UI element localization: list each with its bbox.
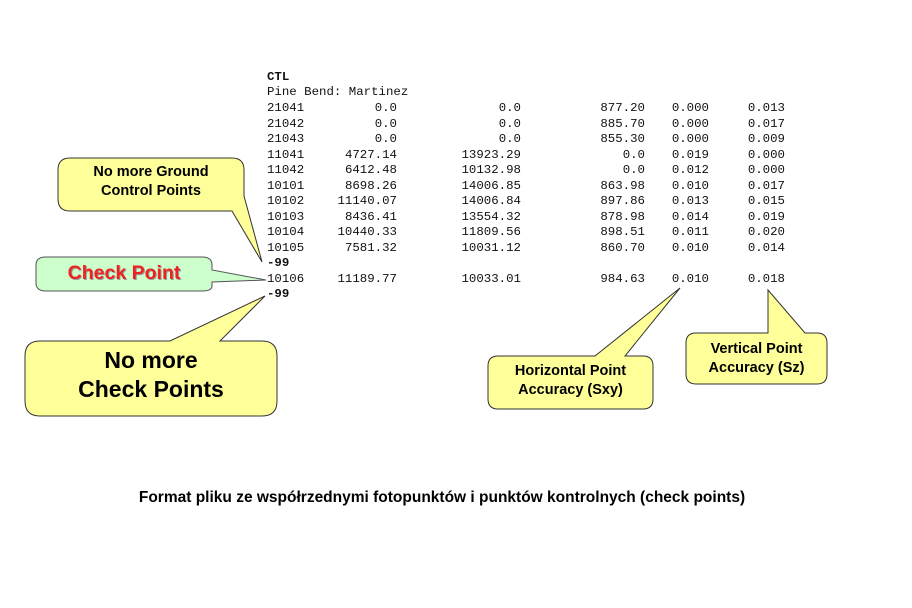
accuracy-sxy: 0.013 bbox=[671, 194, 709, 208]
table-row: 21042 0.0 0.0 885.70 0.000 0.017 bbox=[267, 116, 807, 132]
coord-z: 855.30 bbox=[600, 132, 645, 146]
table-row: 11042 6412.48 10132.98 0.0 0.012 0.000 bbox=[267, 162, 807, 178]
vertical-accuracy-bubble bbox=[685, 288, 828, 385]
coord-y: 0.0 bbox=[498, 117, 521, 131]
point-id: 11042 bbox=[267, 163, 305, 177]
accuracy-sz: 0.000 bbox=[747, 148, 785, 162]
check-point-row: 10106 11189.77 10033.01 984.63 0.010 0.0… bbox=[267, 271, 807, 287]
table-row: 10104 10440.33 11809.56 898.51 0.011 0.0… bbox=[267, 224, 807, 240]
accuracy-sxy: 0.000 bbox=[671, 117, 709, 131]
coord-x: 7581.32 bbox=[344, 241, 397, 255]
point-id: 21041 bbox=[267, 101, 305, 115]
accuracy-sz: 0.020 bbox=[747, 225, 785, 239]
coord-z: 863.98 bbox=[600, 179, 645, 193]
coord-z: 898.51 bbox=[600, 225, 645, 239]
coord-x: 0.0 bbox=[374, 117, 397, 131]
coord-z: 860.70 bbox=[600, 241, 645, 255]
coord-z: 984.63 bbox=[600, 272, 645, 286]
point-id: 10101 bbox=[267, 179, 305, 193]
accuracy-sxy: 0.010 bbox=[671, 179, 709, 193]
accuracy-sz: 0.018 bbox=[747, 272, 785, 286]
coord-z: 877.20 bbox=[600, 101, 645, 115]
vertical-accuracy-label: Vertical Point Accuracy (Sz) bbox=[708, 341, 805, 376]
coord-x: 6412.48 bbox=[344, 163, 397, 177]
coord-y: 11809.56 bbox=[461, 225, 522, 239]
accuracy-sxy: 0.010 bbox=[671, 241, 709, 255]
horizontal-accuracy-label: Horizontal Point Accuracy (Sxy) bbox=[514, 363, 627, 398]
table-row: 10101 8698.26 14006.85 863.98 0.010 0.01… bbox=[267, 178, 807, 194]
accuracy-sxy: 0.010 bbox=[671, 272, 709, 286]
horizontal-accuracy-bubble bbox=[487, 287, 681, 410]
accuracy-sxy: 0.014 bbox=[671, 210, 709, 224]
coord-z: 878.98 bbox=[600, 210, 645, 224]
coord-x: 4727.14 bbox=[344, 148, 397, 162]
point-id: 10103 bbox=[267, 210, 305, 224]
coord-x: 11140.07 bbox=[337, 194, 398, 208]
point-id: 21042 bbox=[267, 117, 305, 131]
point-id: 10105 bbox=[267, 241, 305, 255]
check-point-bubble bbox=[35, 256, 267, 292]
coord-x: 8436.41 bbox=[344, 210, 397, 224]
accuracy-sxy: 0.000 bbox=[671, 101, 709, 115]
point-id: 11041 bbox=[267, 148, 305, 162]
table-row: 10103 8436.41 13554.32 878.98 0.014 0.01… bbox=[267, 209, 807, 225]
point-id: 10102 bbox=[267, 194, 305, 208]
table-row: 10102 11140.07 14006.84 897.86 0.013 0.0… bbox=[267, 193, 807, 209]
no-more-gcp-label: No more Ground Control Points bbox=[93, 164, 209, 199]
figure-caption: Format pliku ze współrzednymi fotopunktó… bbox=[138, 489, 746, 506]
coord-x: 11189.77 bbox=[337, 272, 398, 286]
accuracy-sxy: 0.019 bbox=[671, 148, 709, 162]
coord-y: 13923.29 bbox=[461, 148, 522, 162]
accuracy-sz: 0.013 bbox=[747, 101, 785, 115]
coord-x: 0.0 bbox=[374, 132, 397, 146]
coord-x: 10440.33 bbox=[337, 225, 398, 239]
coord-z: 897.86 bbox=[600, 194, 645, 208]
coord-y: 10031.12 bbox=[461, 241, 522, 255]
separator-check-end: -99 bbox=[267, 287, 290, 301]
accuracy-sxy: 0.000 bbox=[671, 132, 709, 146]
check-point-label: Check Point bbox=[67, 262, 181, 284]
coord-x: 8698.26 bbox=[344, 179, 397, 193]
accuracy-sz: 0.017 bbox=[747, 117, 785, 131]
table-row: 21041 0.0 0.0 877.20 0.000 0.013 bbox=[267, 100, 807, 116]
accuracy-sz: 0.000 bbox=[747, 163, 785, 177]
coord-x: 0.0 bbox=[374, 101, 397, 115]
table-row: 21043 0.0 0.0 855.30 0.000 0.009 bbox=[267, 131, 807, 147]
no-more-check-bubble bbox=[24, 295, 278, 417]
accuracy-sxy: 0.011 bbox=[671, 225, 709, 239]
file-tag: CTL bbox=[267, 70, 290, 84]
point-id: 10106 bbox=[267, 272, 305, 286]
table-row: 10105 7581.32 10031.12 860.70 0.010 0.01… bbox=[267, 240, 807, 256]
coord-y: 10033.01 bbox=[461, 272, 522, 286]
accuracy-sz: 0.017 bbox=[747, 179, 785, 193]
accuracy-sz: 0.009 bbox=[747, 132, 785, 146]
project-name: Pine Bend: Martinez bbox=[267, 85, 409, 99]
accuracy-sxy: 0.012 bbox=[671, 163, 709, 177]
point-id: 10104 bbox=[267, 225, 305, 239]
coord-y: 10132.98 bbox=[461, 163, 522, 177]
accuracy-sz: 0.019 bbox=[747, 210, 785, 224]
no-more-check-label: No more Check Points bbox=[78, 347, 224, 402]
accuracy-sz: 0.015 bbox=[747, 194, 785, 208]
no-more-gcp-bubble bbox=[57, 157, 263, 263]
coord-y: 13554.32 bbox=[461, 210, 522, 224]
table-row: 11041 4727.14 13923.29 0.0 0.019 0.000 bbox=[267, 147, 807, 163]
coord-y: 0.0 bbox=[498, 132, 521, 146]
coord-z: 885.70 bbox=[600, 117, 645, 131]
coord-y: 14006.84 bbox=[461, 194, 522, 208]
coord-y: 14006.85 bbox=[461, 179, 522, 193]
coord-z: 0.0 bbox=[622, 163, 645, 177]
coord-z: 0.0 bbox=[622, 148, 645, 162]
coord-y: 0.0 bbox=[498, 101, 521, 115]
point-id: 21043 bbox=[267, 132, 305, 146]
separator-gcp-end: -99 bbox=[267, 256, 290, 270]
accuracy-sz: 0.014 bbox=[747, 241, 785, 255]
